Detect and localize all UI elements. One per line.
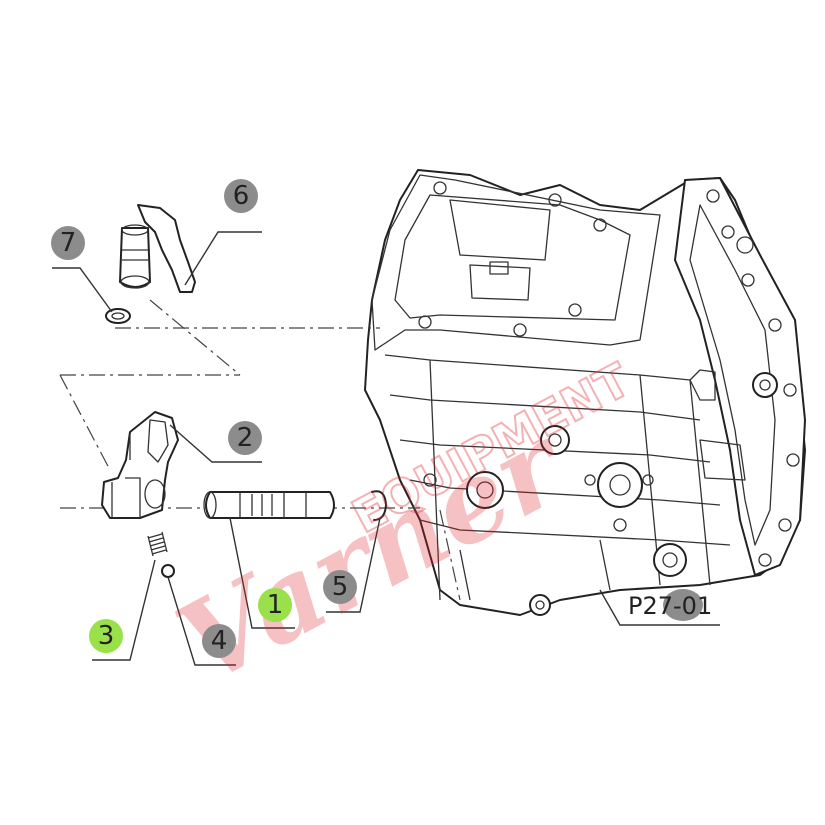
callout-2-badge	[228, 421, 262, 455]
part-3-spring	[147, 531, 168, 557]
callout-4-badge	[202, 624, 236, 658]
part-6-shift-fork	[119, 204, 196, 293]
callout-2-label: 2	[237, 423, 254, 453]
leader-lines	[52, 231, 720, 666]
callout-6-badge	[224, 179, 258, 213]
reference-code: P27-01	[628, 592, 712, 620]
callout-1[interactable]: 1	[258, 588, 292, 622]
callout-3[interactable]: 3	[89, 619, 123, 653]
reference-badge	[663, 589, 703, 621]
callout-1-badge	[258, 588, 292, 622]
callout-3-label: 3	[98, 621, 115, 651]
callout-7-badge	[51, 226, 85, 260]
callout-4-label: 4	[211, 626, 228, 656]
part-2-shift-fork	[101, 411, 179, 519]
callout-5-badge	[323, 570, 357, 604]
callouts: 6 7 2 1 5 3 4	[51, 179, 357, 658]
callout-6-label: 6	[233, 181, 250, 211]
figure-reference: P27-01	[628, 589, 712, 621]
callout-5-label: 5	[332, 572, 349, 602]
callout-3-badge	[89, 619, 123, 653]
callout-7[interactable]: 7	[51, 226, 85, 260]
part-4-ball	[161, 564, 175, 578]
callout-7-label: 7	[60, 228, 77, 258]
part-7-washer	[105, 308, 131, 324]
callout-4[interactable]: 4	[202, 624, 236, 658]
transmission-housing	[364, 169, 806, 616]
callout-1-label: 1	[267, 590, 284, 620]
callout-6[interactable]: 6	[224, 179, 258, 213]
callout-2[interactable]: 2	[228, 421, 262, 455]
callout-5[interactable]: 5	[323, 570, 357, 604]
part-1-shift-shaft	[203, 491, 335, 519]
